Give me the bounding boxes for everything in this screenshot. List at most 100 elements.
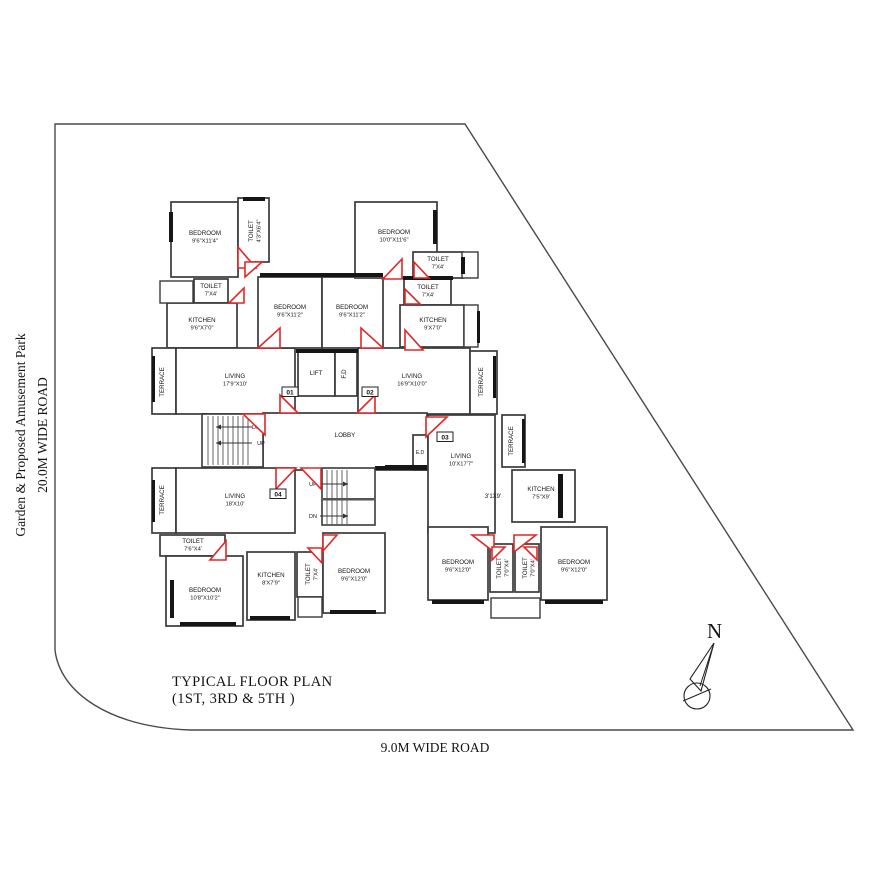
room-label: TERRACE <box>159 485 166 515</box>
door-swing <box>227 286 245 304</box>
door-swing <box>404 287 422 305</box>
door-swing <box>469 534 495 554</box>
stair-direction-label: DN <box>252 425 260 431</box>
north-arrow: N <box>682 619 722 710</box>
room-outline <box>469 350 498 415</box>
window-wall-mark <box>170 580 174 618</box>
stair-direction-label: DN <box>309 514 317 520</box>
passage-dimension-label: 3'1X9' <box>485 494 501 500</box>
room-label: TERRACE <box>159 367 166 397</box>
stair-direction-label: UP <box>257 441 265 447</box>
door-swing <box>322 534 339 554</box>
room-outline <box>257 276 323 349</box>
room-outline <box>297 351 336 397</box>
stair-direction-label: UP <box>309 482 317 488</box>
window-wall-mark <box>477 311 480 343</box>
north-arrow-needle <box>689 642 715 693</box>
room-label: TERRACE <box>478 367 485 397</box>
door-swing <box>244 261 265 279</box>
door-swing <box>522 546 538 562</box>
bottom-road-label: 9.0M WIDE ROAD <box>381 740 490 755</box>
left-road-label-garden: Garden & Proposed Amusement Park <box>13 333 28 536</box>
window-wall-mark <box>433 210 437 244</box>
window-wall-mark <box>385 465 427 470</box>
stair-arrow-head <box>343 481 348 487</box>
room-outline <box>357 347 471 415</box>
window-wall-mark <box>432 600 484 604</box>
door-swing <box>299 467 322 491</box>
duct-box <box>297 596 323 618</box>
door-swings-layer <box>208 244 539 566</box>
stair-landing-divider <box>323 498 374 501</box>
door-swing <box>404 327 425 351</box>
plan-title: TYPICAL FLOOR PLAN <box>172 674 333 690</box>
window-wall-mark <box>522 419 525 463</box>
site-boundary <box>54 123 855 731</box>
room-outline <box>175 467 296 534</box>
flat-number-label: 01 <box>286 389 294 396</box>
window-wall-mark <box>330 610 376 614</box>
stair-arrow-head <box>343 513 348 519</box>
duct-box <box>159 280 194 304</box>
flat-number-box <box>281 386 299 397</box>
door-swing <box>513 534 539 554</box>
flat-number-label: 03 <box>441 434 449 441</box>
north-arrow-needle-line <box>699 642 715 687</box>
window-wall-mark <box>545 600 603 604</box>
room-label: F.D <box>341 369 348 379</box>
door-swing <box>413 259 431 279</box>
left-road-label-width: 20.0M WIDE ROAD <box>35 377 50 493</box>
door-swing <box>355 393 376 414</box>
room-label: LIFT <box>310 370 323 377</box>
door-swing <box>360 326 386 349</box>
window-wall-mark <box>296 349 358 353</box>
misc-labels-layer: 3'1X9' <box>485 494 501 500</box>
window-wall-mark <box>250 616 290 620</box>
room-outline <box>175 347 296 415</box>
room-outline <box>165 555 244 627</box>
window-wall-mark <box>260 273 383 277</box>
north-arrow-circle <box>683 682 711 710</box>
door-swing <box>381 256 403 280</box>
room-outline <box>322 532 386 614</box>
north-arrow-label: N <box>707 619 722 643</box>
flat-number-box <box>269 488 287 499</box>
staircase <box>321 467 376 526</box>
door-swing <box>255 326 281 349</box>
room-outline <box>262 412 428 471</box>
plan-subtitle: (1ST, 3RD & 5TH ) <box>172 691 295 707</box>
room-label: TERRACE <box>508 426 515 456</box>
stair-arrow-head <box>216 424 221 430</box>
room-label: E.D <box>416 450 425 456</box>
window-wall-mark <box>461 257 465 274</box>
north-arrow-circle-line <box>682 688 712 702</box>
door-swing <box>491 546 507 562</box>
room-outline <box>151 467 177 534</box>
door-swing <box>208 538 227 561</box>
stair-arrow-head <box>216 440 221 446</box>
flat-number-label: 02 <box>366 389 374 396</box>
window-wall-mark <box>243 197 265 201</box>
